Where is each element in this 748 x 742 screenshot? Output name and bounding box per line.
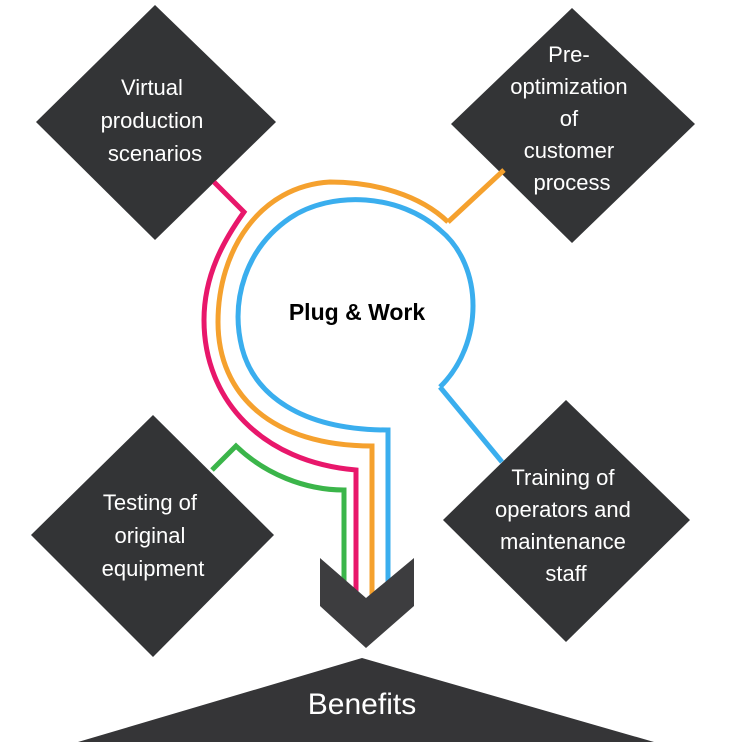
top-right-line-1: Pre- bbox=[548, 42, 590, 67]
top-right-line-4: customer bbox=[524, 138, 614, 163]
bottom-right-line-2: operators and bbox=[495, 497, 631, 522]
diamond-bottom-left bbox=[31, 415, 274, 657]
benefits-base bbox=[78, 658, 654, 742]
bottom-right-label: Training of operators and maintenance st… bbox=[495, 465, 637, 586]
diamond-top-right bbox=[451, 8, 695, 243]
top-left-label: Virtual production scenarios bbox=[101, 75, 210, 166]
top-left-line-2: production bbox=[101, 108, 204, 133]
chevron-down-icon bbox=[320, 558, 414, 648]
top-left-line-1: Virtual bbox=[121, 75, 183, 100]
bottom-left-line-2: original bbox=[114, 523, 185, 548]
bottom-left-label: Testing of original equipment bbox=[102, 490, 205, 581]
top-right-line-5: process bbox=[533, 170, 610, 195]
top-right-line-2: optimization bbox=[510, 74, 627, 99]
bottom-left-line-3: equipment bbox=[102, 556, 205, 581]
diamond-top-left bbox=[36, 5, 276, 240]
top-right-label: Pre- optimization of customer process bbox=[510, 42, 634, 195]
green-line bbox=[210, 442, 347, 610]
pink-line bbox=[201, 180, 359, 610]
top-right-line-3: of bbox=[560, 106, 579, 131]
blue-circle bbox=[235, 197, 504, 610]
bottom-right-line-3: maintenance bbox=[500, 529, 626, 554]
center-label: Plug & Work bbox=[289, 299, 426, 325]
benefits-label: Benefits bbox=[308, 688, 416, 721]
bottom-right-line-1: Training of bbox=[511, 465, 615, 490]
orange-line bbox=[215, 168, 506, 610]
top-left-line-3: scenarios bbox=[108, 141, 202, 166]
diamond-bottom-right bbox=[443, 400, 690, 642]
bottom-left-line-1: Testing of bbox=[103, 490, 198, 515]
bottom-right-line-4: staff bbox=[545, 561, 587, 586]
